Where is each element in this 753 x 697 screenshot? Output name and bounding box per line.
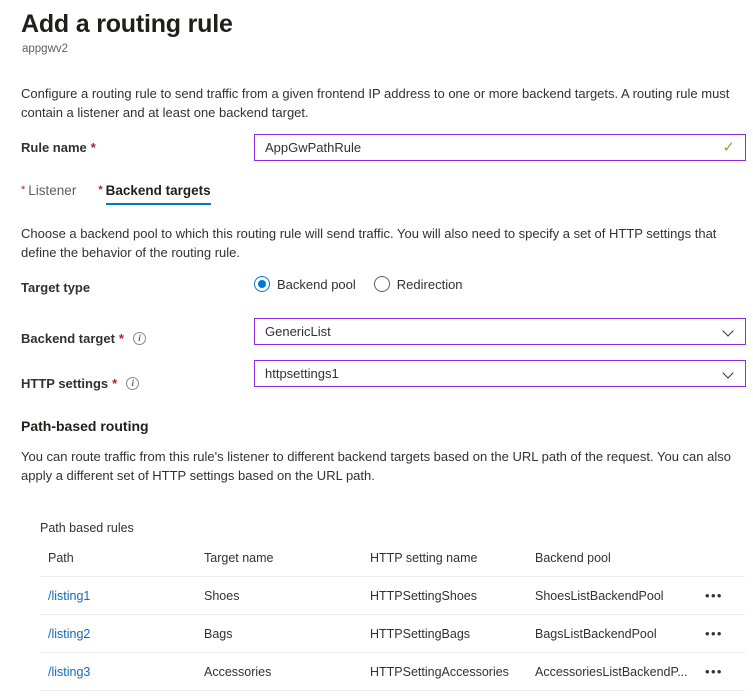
radio-backend-pool[interactable]: Backend pool bbox=[254, 276, 356, 292]
info-icon[interactable]: i bbox=[126, 377, 140, 390]
backend-targets-description: Choose a backend pool to which this rout… bbox=[21, 226, 717, 260]
http-settings-label: HTTP settings * i bbox=[21, 376, 140, 391]
table-header-row: Path Target name HTTP setting name Backe… bbox=[40, 551, 745, 577]
page-subtitle: appgwv2 bbox=[22, 43, 69, 55]
column-header-backend-pool: Backend pool bbox=[535, 551, 705, 577]
cell-target-name: Shoes bbox=[204, 576, 370, 615]
rule-name-input[interactable]: AppGwPathRule ✓ bbox=[254, 134, 746, 161]
cell-target-name: Accessories bbox=[204, 652, 370, 691]
page-title: Add a routing rule bbox=[21, 10, 233, 38]
cell-http-setting-name: HTTPSettingBags bbox=[370, 614, 535, 653]
row-context-menu-icon[interactable]: ••• bbox=[705, 664, 723, 679]
http-settings-value: httpsettings1 bbox=[265, 366, 339, 381]
tab-backend-targets[interactable]: * Backend targets bbox=[98, 183, 211, 205]
backend-target-required-marker: * bbox=[118, 331, 124, 346]
path-based-rules-table: Path Target name HTTP setting name Backe… bbox=[40, 551, 745, 691]
tab-listener[interactable]: * Listener bbox=[21, 183, 76, 205]
rule-name-value: AppGwPathRule bbox=[265, 140, 362, 155]
row-context-menu-icon[interactable]: ••• bbox=[705, 626, 723, 641]
cell-target-name: Bags bbox=[204, 614, 370, 653]
radio-selected-icon bbox=[254, 276, 270, 292]
column-header-actions bbox=[705, 551, 745, 577]
rule-name-label-text: Rule name bbox=[21, 140, 87, 155]
column-header-path: Path bbox=[40, 551, 204, 577]
radio-unselected-icon bbox=[373, 276, 390, 292]
radio-redirection-label: Redirection bbox=[396, 276, 463, 292]
rule-name-required-marker: * bbox=[90, 140, 96, 155]
cell-backend-pool: ShoesListBackendPool bbox=[535, 576, 705, 615]
path-link[interactable]: /listing1 bbox=[48, 588, 91, 603]
table-row[interactable]: /listing2 Bags HTTPSettingBags BagsListB… bbox=[40, 614, 745, 653]
cell-backend-pool: BagsListBackendPool bbox=[535, 614, 705, 653]
intro-description: Configure a routing rule to send traffic… bbox=[21, 86, 730, 120]
path-based-routing-description: You can route traffic from this rule's l… bbox=[21, 449, 731, 483]
path-link[interactable]: /listing2 bbox=[48, 626, 91, 641]
backend-target-label: Backend target * i bbox=[21, 331, 146, 346]
radio-redirection[interactable]: Redirection bbox=[373, 276, 463, 292]
path-based-rules-section: Path based rules Path Target name HTTP s… bbox=[40, 521, 745, 691]
target-type-radio-group: Backend pool Redirection bbox=[254, 276, 481, 292]
target-type-label-text: Target type bbox=[21, 280, 91, 295]
tab-listener-required-marker: * bbox=[21, 184, 26, 196]
checkmark-icon: ✓ bbox=[722, 139, 735, 156]
table-row[interactable]: /listing1 Shoes HTTPSettingShoes ShoesLi… bbox=[40, 576, 745, 615]
tab-backend-targets-required-marker: * bbox=[98, 184, 103, 196]
tab-list: * Listener * Backend targets bbox=[21, 183, 233, 205]
backend-target-dropdown[interactable]: GenericList bbox=[254, 318, 746, 345]
target-type-label: Target type bbox=[21, 280, 90, 295]
rule-name-label: Rule name * bbox=[21, 140, 96, 155]
cell-backend-pool: AccessoriesListBackendP... bbox=[535, 652, 705, 691]
radio-backend-pool-label: Backend pool bbox=[277, 276, 356, 292]
tab-listener-label: Listener bbox=[28, 183, 77, 198]
path-link[interactable]: /listing3 bbox=[48, 664, 91, 679]
info-icon[interactable]: i bbox=[132, 332, 146, 345]
backend-target-value: GenericList bbox=[265, 324, 331, 339]
path-based-rules-caption: Path based rules bbox=[40, 521, 134, 535]
path-based-routing-heading: Path-based routing bbox=[21, 418, 149, 434]
backend-target-label-text: Backend target bbox=[21, 331, 115, 346]
http-settings-dropdown[interactable]: httpsettings1 bbox=[254, 360, 746, 387]
column-header-http-setting-name: HTTP setting name bbox=[370, 551, 535, 577]
table-row[interactable]: /listing3 Accessories HTTPSettingAccesso… bbox=[40, 652, 745, 691]
http-settings-required-marker: * bbox=[112, 376, 118, 391]
http-settings-label-text: HTTP settings bbox=[21, 376, 109, 391]
chevron-down-icon bbox=[723, 326, 735, 338]
column-header-target-name: Target name bbox=[204, 551, 370, 577]
tab-backend-targets-label: Backend targets bbox=[105, 183, 211, 198]
chevron-down-icon bbox=[723, 368, 735, 380]
cell-http-setting-name: HTTPSettingShoes bbox=[370, 576, 535, 615]
cell-http-setting-name: HTTPSettingAccessories bbox=[370, 652, 535, 691]
row-context-menu-icon[interactable]: ••• bbox=[705, 588, 723, 603]
